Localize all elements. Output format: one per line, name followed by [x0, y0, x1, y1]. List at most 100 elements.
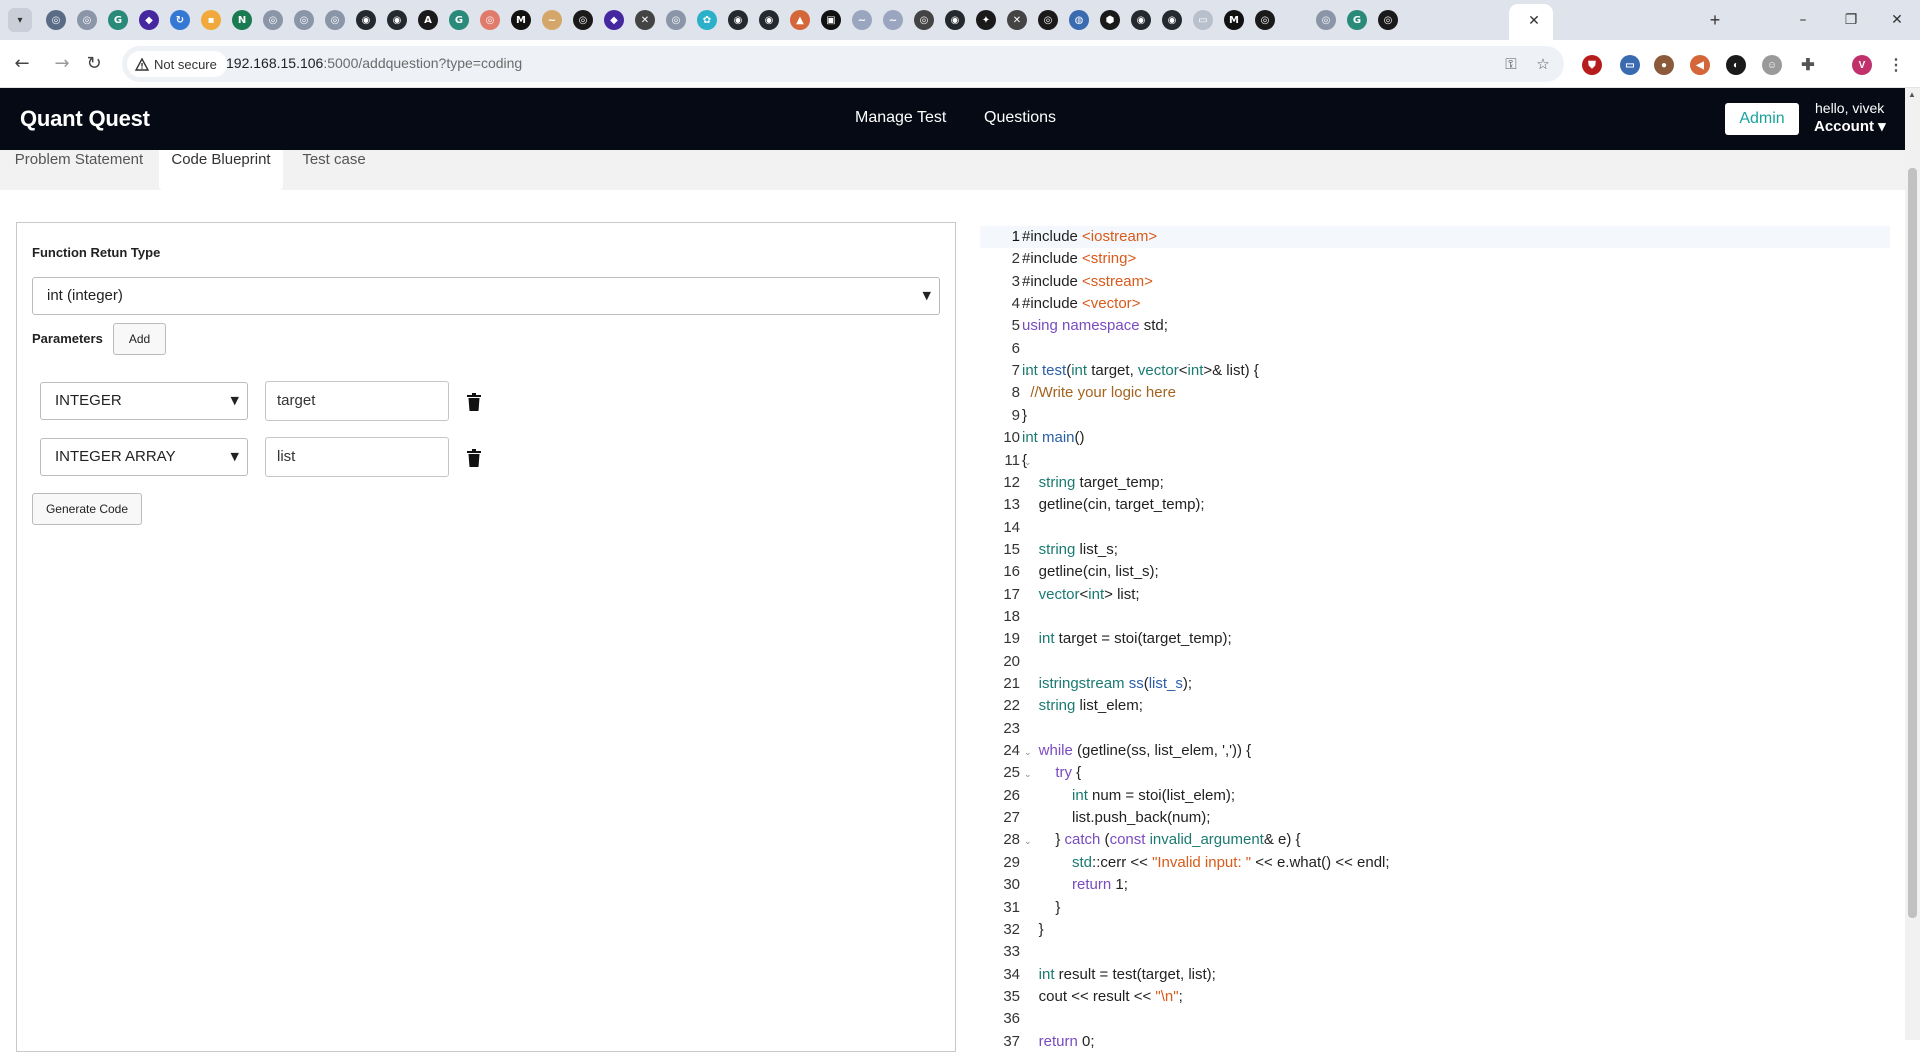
minimize-window-icon[interactable]: –: [1799, 12, 1807, 28]
code-line[interactable]: 21 istringstream ss(list_s);: [980, 673, 1890, 695]
reload-icon[interactable]: ↻: [86, 53, 102, 74]
tab-icon-32[interactable]: ✕: [1007, 10, 1027, 30]
code-line[interactable]: 7⌄int test(int target, vector<int>& list…: [980, 360, 1890, 382]
close-window-icon[interactable]: ✕: [1891, 12, 1903, 28]
page-scrollbar[interactable]: ▲: [1905, 88, 1920, 1040]
tab-icon-1[interactable]: ◎: [46, 10, 66, 30]
code-line[interactable]: 13 getline(cin, target_temp);: [980, 494, 1890, 516]
password-key-icon[interactable]: ⚿: [1505, 55, 1517, 73]
fold-chevron-icon[interactable]: ⌄: [1024, 770, 1032, 781]
profile-avatar[interactable]: V: [1852, 55, 1872, 75]
param-type-select[interactable]: INTEGER ▼: [40, 382, 248, 420]
code-line[interactable]: 29 std::cerr << "Invalid input: " << e.w…: [980, 852, 1890, 874]
code-line[interactable]: 24⌄ while (getline(ss, list_elem, ',')) …: [980, 740, 1890, 762]
code-line[interactable]: 22 string list_elem;: [980, 695, 1890, 717]
code-line[interactable]: 30 return 1;: [980, 874, 1890, 896]
generate-code-button[interactable]: Generate Code: [32, 493, 142, 525]
nav-questions[interactable]: Questions: [984, 109, 1057, 126]
code-line[interactable]: 15 string list_s;: [980, 539, 1890, 561]
add-parameter-button[interactable]: Add: [113, 323, 166, 355]
tab-icon-4[interactable]: ◆: [139, 10, 159, 30]
code-line[interactable]: 14: [980, 517, 1890, 539]
tab-icon-10[interactable]: ◎: [325, 10, 345, 30]
tab-icon-12[interactable]: ◉: [387, 10, 407, 30]
admin-button[interactable]: Admin: [1725, 103, 1799, 135]
url-text[interactable]: 192.168.15.106:5000/addquestion?type=cod…: [226, 55, 522, 71]
tab-icon-14[interactable]: G: [449, 10, 469, 30]
tab-search-chevron-icon[interactable]: ▾: [8, 8, 32, 32]
tab-icon-17[interactable]: ~: [542, 10, 562, 30]
tab-icon-36[interactable]: ◉: [1131, 10, 1151, 30]
security-indicator[interactable]: Not secure: [127, 51, 227, 77]
tab-icon-40[interactable]: ◎: [1255, 10, 1275, 30]
close-tab-icon[interactable]: ✕: [1528, 12, 1540, 28]
fold-chevron-icon[interactable]: ⌄: [1024, 457, 1032, 468]
code-line[interactable]: 25⌄ try {: [980, 762, 1890, 784]
trash-icon[interactable]: [466, 393, 482, 411]
tab-icon-9[interactable]: ◎: [294, 10, 314, 30]
restore-window-icon[interactable]: ❐: [1844, 12, 1858, 28]
code-line[interactable]: 16 getline(cin, list_s);: [980, 561, 1890, 583]
tab-icon-15[interactable]: ◎: [480, 10, 500, 30]
tab-icon-11[interactable]: ◉: [356, 10, 376, 30]
param-name-input[interactable]: list: [265, 437, 449, 477]
code-line[interactable]: 28⌄ } catch (const invalid_argument& e) …: [980, 829, 1890, 851]
code-line[interactable]: 36: [980, 1008, 1890, 1030]
fold-chevron-icon[interactable]: ⌄: [1024, 837, 1032, 848]
tab-icon-20[interactable]: ✕: [635, 10, 655, 30]
ublock-extension-icon[interactable]: ⛊: [1582, 55, 1602, 75]
tab-code-blueprint[interactable]: Code Blueprint: [159, 150, 283, 190]
account-dropdown[interactable]: Account ▾: [1814, 118, 1886, 135]
code-line[interactable]: 26 int num = stoi(list_elem);: [980, 785, 1890, 807]
code-line[interactable]: 33: [980, 941, 1890, 963]
megaphone-extension-icon[interactable]: ◀: [1690, 55, 1710, 75]
tab-icon-19[interactable]: ◆: [604, 10, 624, 30]
back-arrow-icon[interactable]: ←: [14, 53, 30, 74]
tab-icon-41[interactable]: ◎: [1316, 10, 1336, 30]
tab-icon-30[interactable]: ◉: [945, 10, 965, 30]
param-name-input[interactable]: target: [265, 381, 449, 421]
code-line[interactable]: 27 list.push_back(num);: [980, 807, 1890, 829]
code-line[interactable]: 1#include <iostream>: [980, 226, 1890, 248]
tab-icon-23[interactable]: ◉: [728, 10, 748, 30]
scroll-up-arrow-icon[interactable]: ▲: [1908, 90, 1916, 99]
tab-icon-29[interactable]: ◎: [914, 10, 934, 30]
tab-icon-24[interactable]: ◉: [759, 10, 779, 30]
brand-logo-text[interactable]: Quant Quest: [20, 106, 150, 131]
scrollbar-thumb[interactable]: [1908, 168, 1917, 918]
fold-chevron-icon[interactable]: ⌄: [1024, 748, 1032, 759]
tab-icon-35[interactable]: ⬢: [1100, 10, 1120, 30]
code-line[interactable]: 23: [980, 718, 1890, 740]
code-line[interactable]: 34 int result = test(target, list);: [980, 964, 1890, 986]
tab-icon-5[interactable]: ↻: [170, 10, 190, 30]
tab-icon-7[interactable]: N: [232, 10, 252, 30]
tab-icon-37[interactable]: ◉: [1162, 10, 1182, 30]
cookie-extension-icon[interactable]: ●: [1654, 55, 1674, 75]
fold-chevron-icon[interactable]: ⌄: [1024, 368, 1032, 379]
code-line[interactable]: 8 //Write your logic here: [980, 382, 1890, 404]
tab-icon-42[interactable]: G: [1347, 10, 1367, 30]
code-line[interactable]: 18: [980, 606, 1890, 628]
tab-icon-31[interactable]: ✦: [976, 10, 996, 30]
address-bar[interactable]: Not secure 192.168.15.106:5000/addquesti…: [122, 46, 1564, 82]
more-menu-icon[interactable]: ⋮: [1888, 57, 1904, 74]
bookmark-star-icon[interactable]: ☆: [1536, 55, 1550, 73]
tab-icon-33[interactable]: ◎: [1038, 10, 1058, 30]
code-line[interactable]: 20: [980, 651, 1890, 673]
code-line[interactable]: 31 }: [980, 897, 1890, 919]
tab-icon-3[interactable]: G: [108, 10, 128, 30]
face-extension-icon[interactable]: ☺: [1762, 55, 1782, 75]
tab-problem-statement[interactable]: Problem Statement: [14, 151, 144, 168]
code-line[interactable]: 4#include <vector>: [980, 293, 1890, 315]
code-line[interactable]: 12 string target_temp;: [980, 472, 1890, 494]
tab-icon-27[interactable]: ~: [852, 10, 872, 30]
tab-icon-26[interactable]: ▣: [821, 10, 841, 30]
cast-extension-icon[interactable]: ▭: [1620, 55, 1640, 75]
tab-icon-13[interactable]: A: [418, 10, 438, 30]
code-line[interactable]: 37 return 0;: [980, 1031, 1890, 1053]
tab-icon-22[interactable]: ✿: [697, 10, 717, 30]
code-line[interactable]: 3#include <sstream>: [980, 271, 1890, 293]
tab-icon-16[interactable]: M: [511, 10, 531, 30]
code-line[interactable]: 6: [980, 338, 1890, 360]
tab-icon-21[interactable]: ◎: [666, 10, 686, 30]
